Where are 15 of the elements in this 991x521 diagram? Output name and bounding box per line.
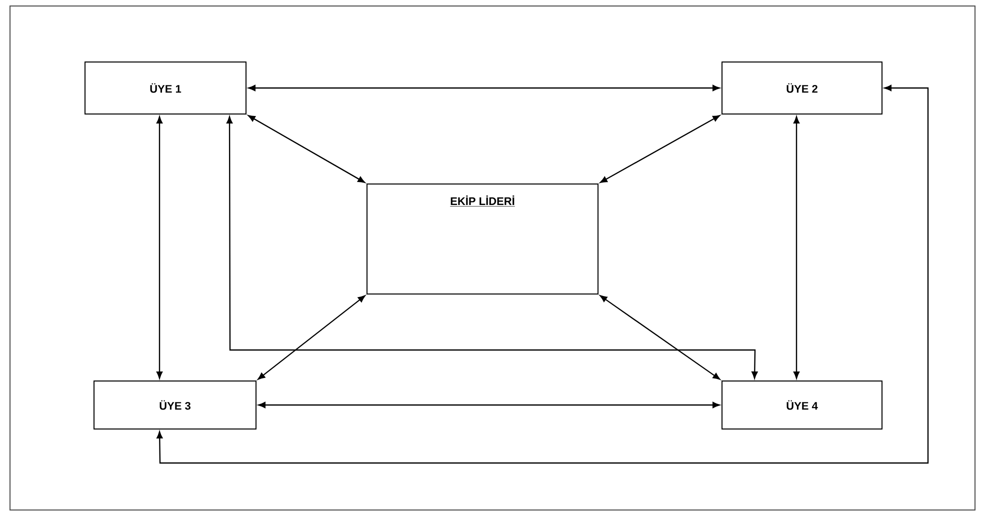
arrow [793, 116, 800, 379]
arrow [258, 402, 720, 408]
member-box: ÜYE 1 [84, 62, 246, 114]
arrow [248, 84, 720, 92]
arrow [600, 295, 720, 380]
arrow [600, 115, 720, 183]
arrow [258, 295, 366, 380]
arrow [156, 116, 163, 379]
member-box: ÜYE 2 [722, 62, 882, 114]
member-box: ÜYE 4 [722, 380, 882, 430]
arrow [156, 84, 929, 464]
leader-box: EKİP LİDERİ [366, 184, 598, 294]
member-box: ÜYE 3 [94, 380, 256, 430]
arrow [226, 116, 758, 379]
arrow [248, 115, 366, 183]
